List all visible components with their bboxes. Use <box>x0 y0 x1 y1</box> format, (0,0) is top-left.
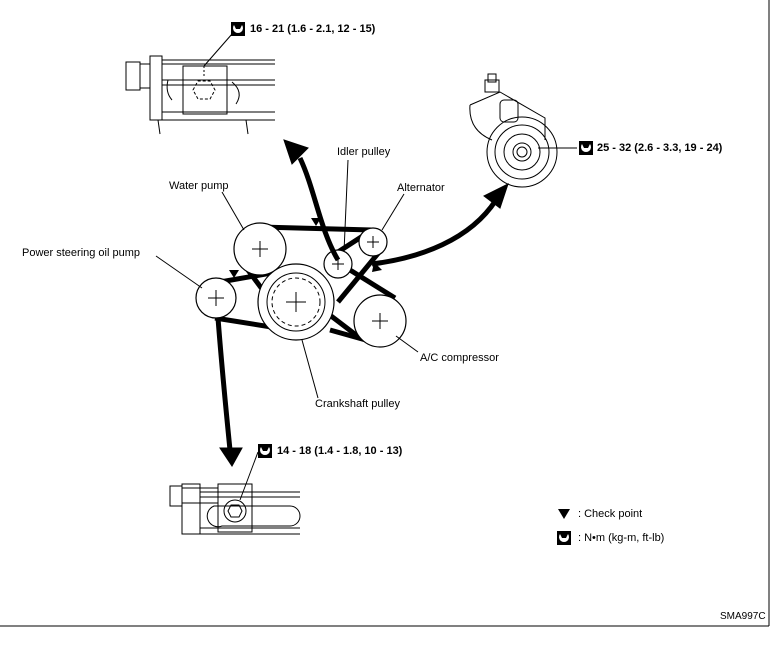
label-ac-compressor: A/C compressor <box>420 352 499 364</box>
check-point-marker-left <box>229 270 239 278</box>
arrows <box>215 139 509 467</box>
legend-wrench-icon <box>557 531 571 545</box>
label-idler-pulley: Idler pulley <box>337 146 391 158</box>
label-water-pump: Water pump <box>169 180 229 192</box>
detail-top-left <box>125 33 275 135</box>
legend-check-point: : Check point <box>578 508 643 520</box>
figure-code: SMA997C <box>720 611 766 622</box>
label-power-steering-oil-pump: Power steering oil pump <box>22 247 141 259</box>
torque-top-left: 16 - 21 (1.6 - 2.1, 12 - 15) <box>250 23 376 35</box>
label-alternator: Alternator <box>397 182 445 194</box>
wrench-icon-right <box>579 141 593 155</box>
legend-check-point-icon <box>558 509 570 519</box>
belt-layout <box>195 218 407 348</box>
leader-lines <box>155 159 419 399</box>
torque-bottom: 14 - 18 (1.4 - 1.8, 10 - 13) <box>277 445 403 457</box>
detail-right <box>469 73 577 188</box>
wrench-icon-top <box>231 22 245 36</box>
torque-right: 25 - 32 (2.6 - 3.3, 19 - 24) <box>597 142 723 154</box>
label-crankshaft-pulley: Crankshaft pulley <box>315 398 400 410</box>
detail-bottom <box>169 451 301 535</box>
wrench-icon-bottom <box>258 444 272 458</box>
legend-unit: : N•m (kg-m, ft-lb) <box>578 532 665 544</box>
